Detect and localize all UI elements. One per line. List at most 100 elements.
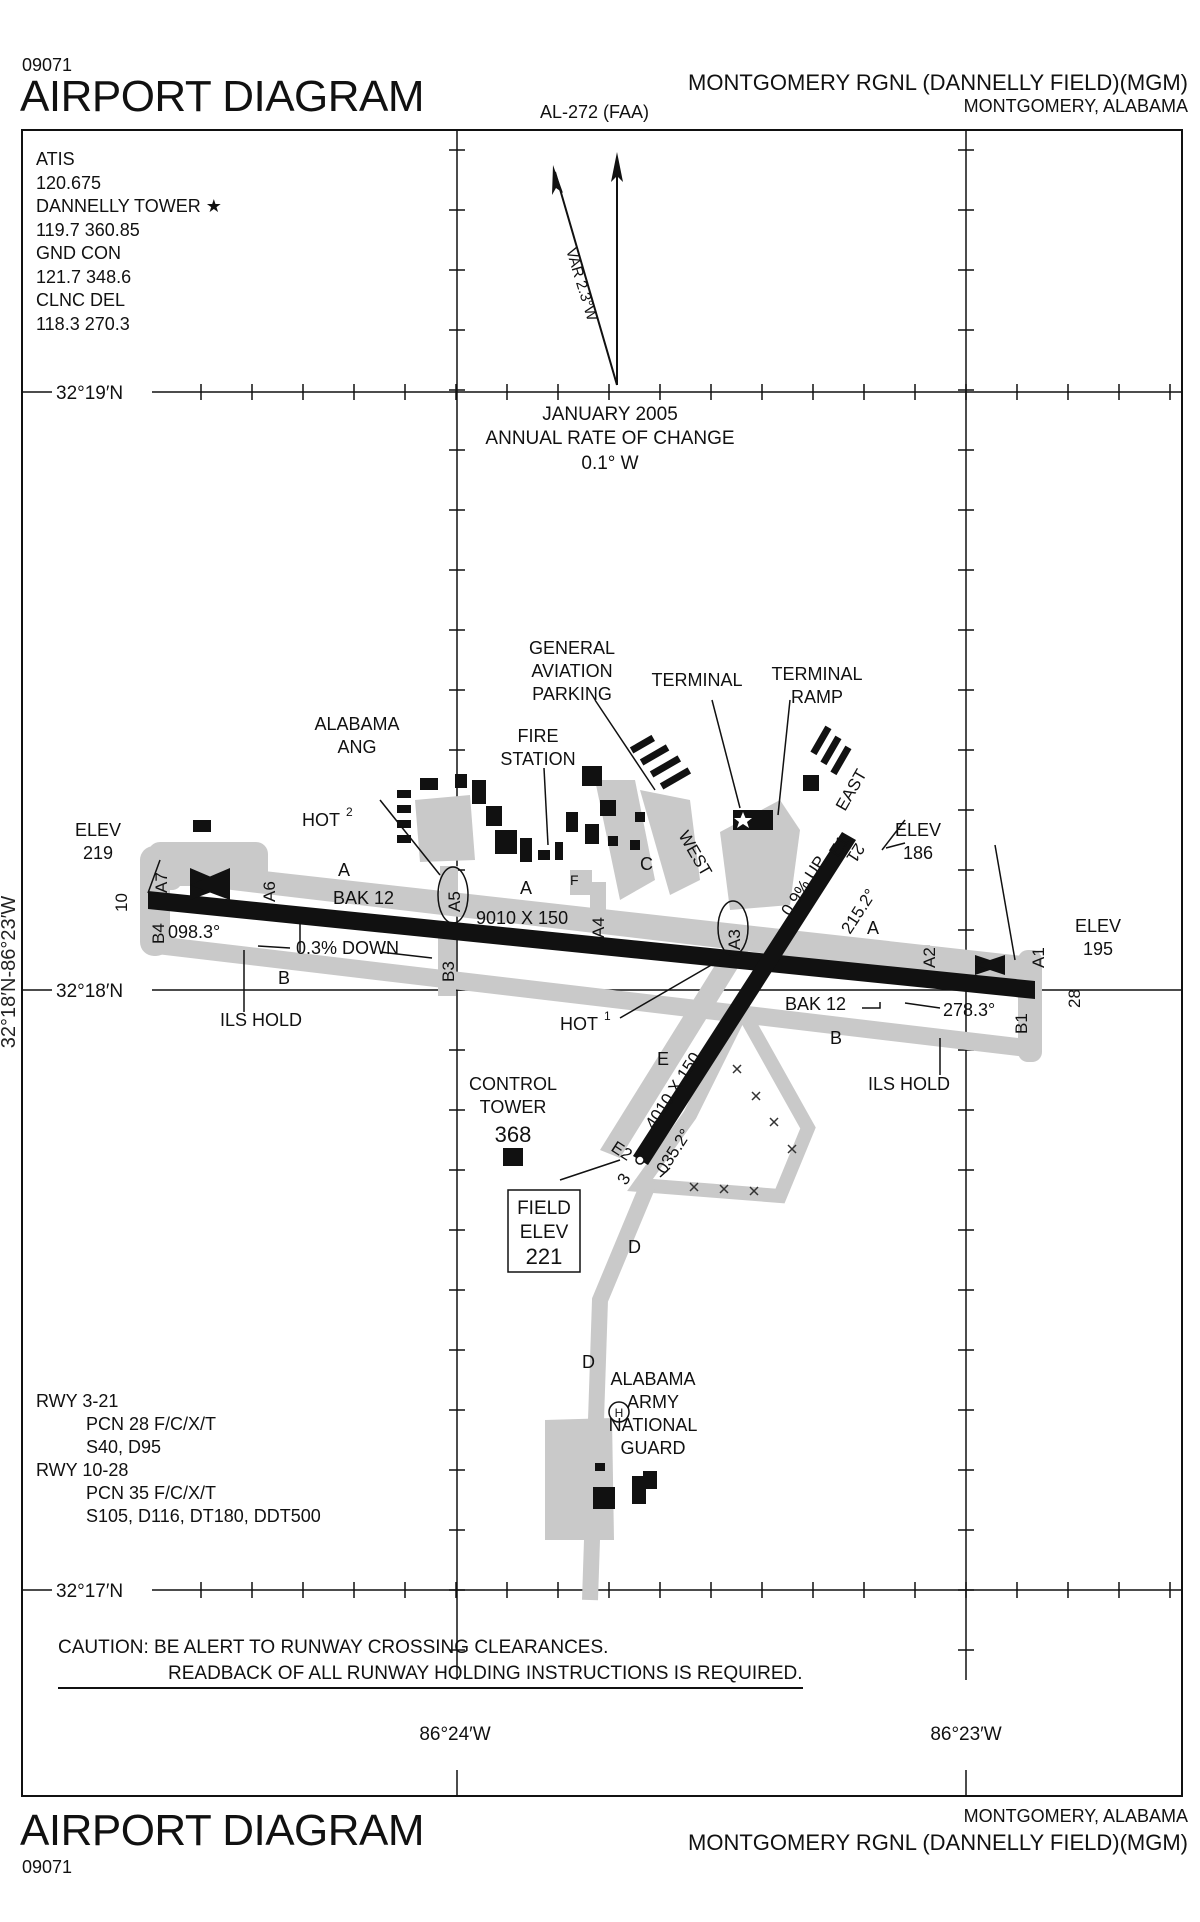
lat-label-18: 32°18′N — [56, 981, 123, 1002]
svg-text:ALABAMA: ALABAMA — [610, 1369, 695, 1389]
svg-text:ALABAMA: ALABAMA — [314, 714, 399, 734]
chart-title: AIRPORT DIAGRAM — [20, 72, 425, 121]
svg-text:D: D — [582, 1352, 595, 1372]
field-elev-box — [507, 1189, 581, 1273]
svg-text:B: B — [278, 968, 290, 988]
footer-title: AIRPORT DIAGRAM — [20, 1806, 425, 1855]
lat-label-19: 32°19′N — [56, 383, 123, 404]
svg-text:221: 221 — [526, 1244, 563, 1269]
freq-line: 118.3 270.3 — [36, 313, 130, 334]
svg-text:A6: A6 — [260, 881, 279, 902]
runway-3-21 — [633, 832, 856, 1165]
svg-text:ARMY: ARMY — [627, 1392, 679, 1412]
svg-text:B: B — [830, 1028, 842, 1048]
svg-text:F: F — [570, 872, 579, 888]
freq-line: GND CON — [36, 243, 121, 263]
svg-text:H: H — [615, 1406, 624, 1420]
magnetic-north-line — [554, 171, 618, 386]
closed-markers — [689, 1064, 797, 1196]
chart-code: 09071 — [22, 55, 73, 75]
svg-text:A5: A5 — [445, 891, 464, 912]
freq-line: 120.675 — [36, 172, 102, 193]
airport-name: MONTGOMERY RGNL (DANNELLY FIELD)(MGM) — [688, 70, 1188, 95]
freq-line: ATIS — [36, 149, 75, 169]
runway-3-threshold — [635, 1155, 645, 1165]
svg-text:ELEV: ELEV — [895, 820, 941, 840]
buildings — [193, 725, 852, 1509]
svg-text:PARKING: PARKING — [532, 684, 612, 704]
svg-text:2: 2 — [346, 805, 353, 819]
svg-text:BAK 12: BAK 12 — [333, 888, 394, 908]
svg-text:RAMP: RAMP — [791, 687, 843, 707]
svg-text:A1: A1 — [1029, 947, 1048, 968]
pavement — [140, 780, 1042, 1601]
svg-text:098.3°: 098.3° — [168, 922, 220, 942]
svg-text:A7: A7 — [152, 872, 171, 893]
lat-label-17: 32°17′N — [56, 1581, 123, 1602]
rate-label: ANNUAL RATE OF CHANGE — [485, 428, 734, 449]
svg-text:CONTROL: CONTROL — [469, 1074, 557, 1094]
terminal-star-icon — [734, 812, 752, 828]
svg-text:0.3% DOWN: 0.3% DOWN — [296, 938, 399, 958]
svg-text:NATIONAL: NATIONAL — [609, 1415, 698, 1435]
svg-text:A: A — [520, 878, 532, 898]
leader-lines — [147, 699, 1016, 1181]
true-north-arrow — [611, 152, 623, 182]
svg-text:368: 368 — [495, 1122, 532, 1147]
runway-info-line: RWY 3-21 — [36, 1391, 119, 1411]
control-tower-building — [503, 1148, 523, 1166]
svg-text:AVIATION: AVIATION — [531, 661, 612, 681]
freq-line: 119.7 360.85 — [36, 219, 140, 240]
svg-text:B3: B3 — [439, 961, 458, 982]
city-name: MONTGOMERY, ALABAMA — [963, 96, 1188, 116]
svg-text:186: 186 — [903, 843, 933, 863]
svg-text:ELEV: ELEV — [1075, 916, 1121, 936]
svg-text:STATION: STATION — [500, 749, 575, 769]
svg-text:9010 X 150: 9010 X 150 — [476, 908, 568, 928]
runway-info-line: PCN 28 F/C/X/T — [86, 1414, 217, 1434]
runway-info-line: S40, D95 — [86, 1437, 162, 1457]
svg-text:ANG: ANG — [337, 737, 376, 757]
svg-text:1: 1 — [604, 1009, 611, 1023]
runway-info-line: PCN 35 F/C/X/T — [86, 1483, 217, 1503]
diagram-frame — [21, 129, 1183, 1797]
svg-text:GENERAL: GENERAL — [529, 638, 615, 658]
svg-text:GUARD: GUARD — [620, 1438, 685, 1458]
caution-line-1: CAUTION: BE ALERT TO RUNWAY CROSSING CLE… — [58, 1637, 609, 1658]
runway-10-28 — [148, 891, 1035, 999]
footer-chart-code: 09071 — [22, 1857, 73, 1877]
epoch-label: JANUARY 2005 — [542, 404, 678, 425]
svg-text:HOT: HOT — [560, 1014, 598, 1034]
svg-text:TOWER: TOWER — [480, 1097, 547, 1117]
svg-text:A: A — [338, 860, 350, 880]
freq-line: 121.7 348.6 — [36, 266, 132, 287]
svg-text:ILS HOLD: ILS HOLD — [220, 1010, 302, 1030]
svg-text:195: 195 — [1083, 939, 1113, 959]
freq-line: CLNC DEL — [36, 290, 126, 310]
svg-text:TERMINAL: TERMINAL — [651, 670, 742, 690]
variation-label: VAR 2.3°W — [562, 246, 600, 323]
caution-line-2: READBACK OF ALL RUNWAY HOLDING INSTRUCTI… — [58, 1661, 803, 1689]
svg-text:B4: B4 — [149, 923, 168, 944]
svg-text:219: 219 — [83, 843, 113, 863]
svg-text:D: D — [628, 1237, 641, 1257]
heliport-icon — [608, 1401, 630, 1423]
frequency-block: ATIS 120.675 DANNELLY TOWER ★ 119.7 360.… — [36, 148, 222, 336]
caution-note: CAUTION: BE ALERT TO RUNWAY CROSSING CLE… — [58, 1635, 803, 1689]
svg-text:C: C — [640, 854, 653, 874]
footer-airport-name: MONTGOMERY RGNL (DANNELLY FIELD)(MGM) — [688, 1830, 1188, 1855]
lon-label-24: 86°24′W — [419, 1724, 490, 1745]
svg-text:A3: A3 — [725, 929, 744, 950]
lon-label-23: 86°23′W — [930, 1724, 1001, 1745]
svg-text:TERMINAL: TERMINAL — [771, 664, 862, 684]
rate-value: 0.1° W — [581, 453, 638, 474]
svg-text:ILS HOLD: ILS HOLD — [868, 1074, 950, 1094]
svg-text:BAK 12: BAK 12 — [785, 994, 846, 1014]
svg-text:FIRE: FIRE — [517, 726, 558, 746]
magnetic-north-arrow — [552, 165, 563, 195]
svg-text:10: 10 — [112, 893, 131, 912]
svg-text:ELEV: ELEV — [75, 820, 121, 840]
svg-text:A2: A2 — [920, 947, 939, 968]
hot-spot-2 — [437, 866, 469, 924]
